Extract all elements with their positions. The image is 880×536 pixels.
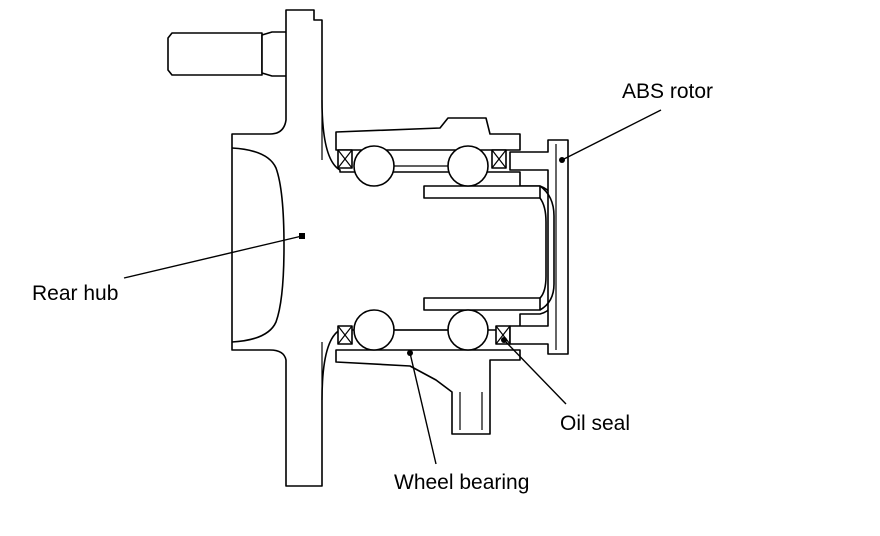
label-rear-hub: Rear hub <box>32 282 118 305</box>
ball-lower-outer <box>447 309 489 351</box>
bearing-outer-race-lower <box>335 297 541 435</box>
wheel-bearing-dot <box>407 350 413 356</box>
leader-lines <box>123 109 662 465</box>
rear-hub-leader <box>123 235 303 279</box>
ball-upper-inner <box>353 145 395 187</box>
rear-hub <box>231 9 557 487</box>
label-abs-rotor: ABS rotor <box>622 80 713 103</box>
abs-rotor-leader <box>561 109 662 161</box>
ball-lower-inner <box>353 309 395 351</box>
bearing-balls <box>353 145 489 351</box>
oil-seal-dot <box>501 337 507 343</box>
wheel-bearing-leader <box>409 352 437 465</box>
abs-rotor-dot <box>559 157 565 163</box>
label-oil-seal: Oil seal <box>560 412 630 435</box>
seals <box>337 149 511 345</box>
oil-seal-leader <box>503 339 567 405</box>
ball-upper-outer <box>447 145 489 187</box>
rear-hub-dot <box>299 233 305 239</box>
bearing-outer-race-upper <box>335 117 541 199</box>
abs-rotor <box>509 139 569 355</box>
label-wheel-bearing: Wheel bearing <box>394 471 529 494</box>
